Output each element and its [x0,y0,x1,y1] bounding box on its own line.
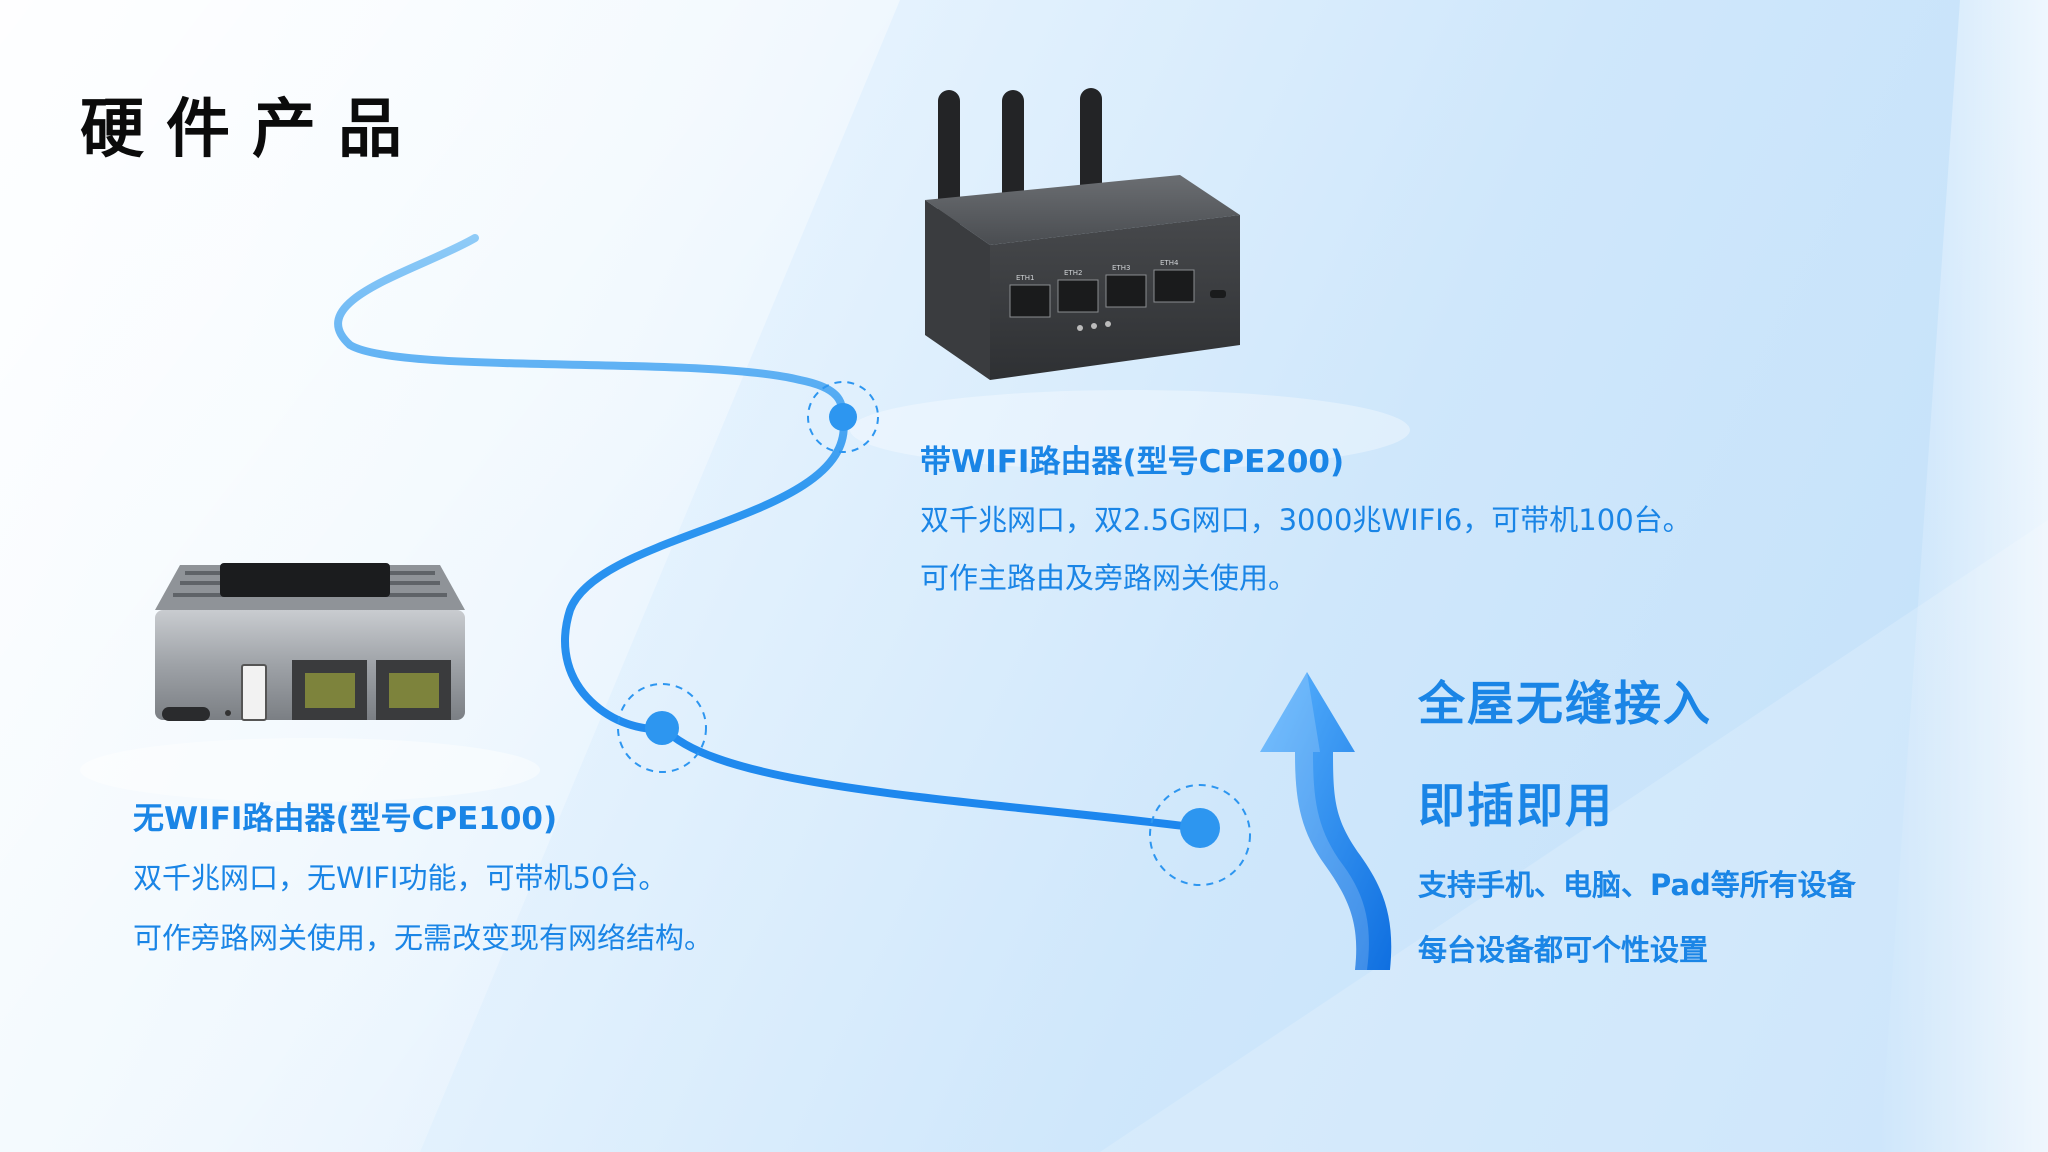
product-desc-cpe200-line1: 双千兆网口，双2.5G网口，3000兆WIFI6，可带机100台。 [920,503,1692,537]
product-desc-cpe100-line2: 可作旁路网关使用，无需改变现有网络结构。 [133,921,714,955]
port-label: ETH1 [1016,274,1034,282]
page-title: 硬件产品 [80,93,424,167]
product-desc-cpe200-line2: 可作主路由及旁路网关使用。 [920,561,1298,595]
node-dot-icon [1149,784,1251,886]
port-label: ETH2 [1064,269,1082,277]
router-cpe200-image: ETH1 ETH2 ETH3 ETH4 [925,88,1240,380]
feature-sub-devices: 支持手机、电脑、Pad等所有设备 [1418,868,1856,902]
product-title-cpe200: 带WIFI路由器(型号CPE200) [920,444,1345,480]
node-dot-icon [617,683,707,773]
feature-heading-plug-play: 即插即用 [1418,779,1614,834]
product-desc-cpe100-line1: 双千兆网口，无WIFI功能，可带机50台。 [133,861,668,895]
port-label: ETH4 [1160,259,1179,267]
feature-sub-settings: 每台设备都可个性设置 [1418,933,1709,967]
feature-heading-seamless: 全屋无缝接入 [1418,677,1712,732]
node-dot-icon [807,381,879,453]
router-cpe100-image [155,563,465,721]
arrow-up-icon [1260,672,1392,970]
product-title-cpe100: 无WIFI路由器(型号CPE100) [133,801,558,837]
curved-path-line [334,234,1204,832]
port-label: ETH3 [1112,264,1130,272]
